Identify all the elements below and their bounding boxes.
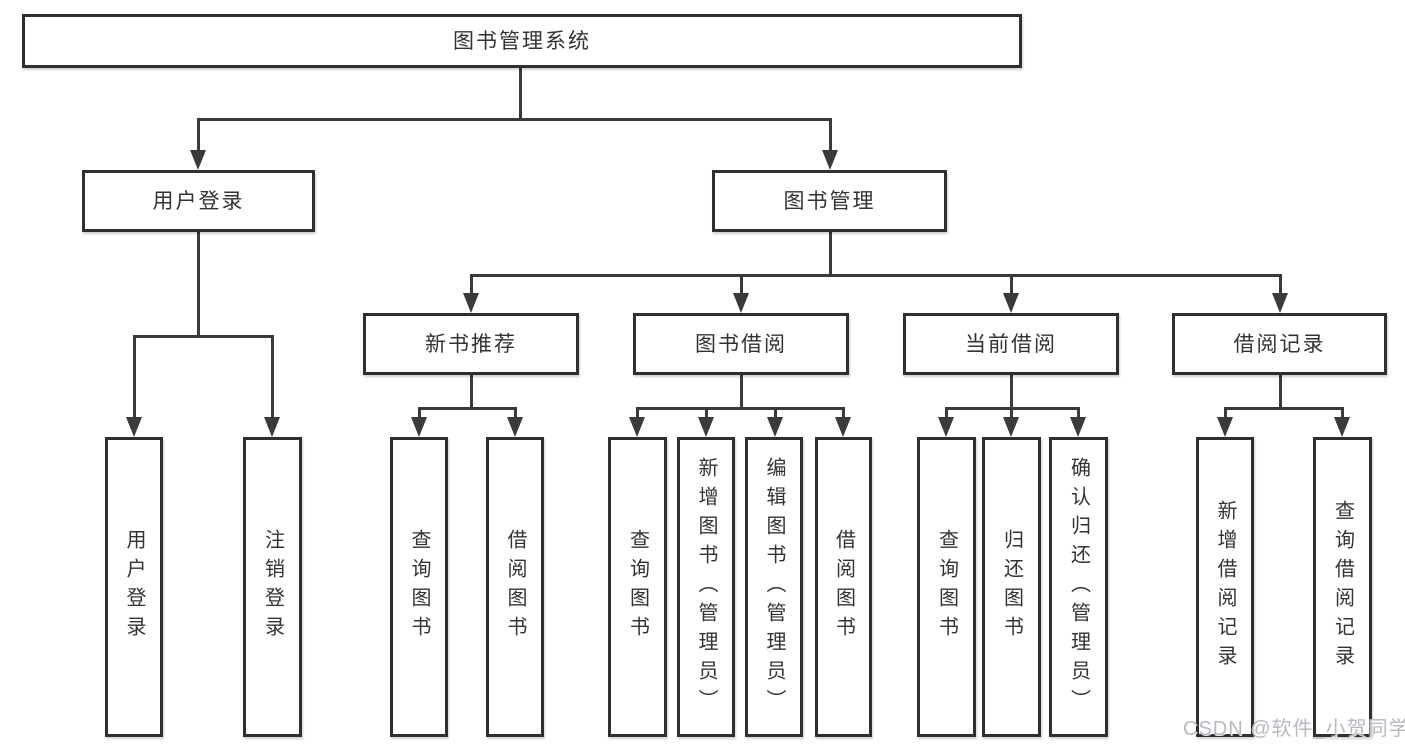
node-current-borrow: 当前借阅 <box>903 313 1119 375</box>
node-label-leaf-add-book: 新增图书（管理员） <box>695 456 717 718</box>
node-new-book-rec: 新书推荐 <box>363 313 579 375</box>
connector-drop-current-borrow-1 <box>1010 407 1013 425</box>
node-leaf-edit-book: 编辑图书（管理员） <box>745 437 803 737</box>
arrow-down-icon <box>411 417 427 437</box>
node-book-borrow: 图书借阅 <box>633 313 849 375</box>
connector-drop-user-login-1 <box>271 335 274 425</box>
connector-drop-borrow-record-1 <box>1341 407 1344 425</box>
arrow-down-icon <box>1334 417 1350 437</box>
connector-drop-book-mgmt-3 <box>1279 274 1282 301</box>
connector-drop-current-borrow-2 <box>1077 407 1080 425</box>
connector-drop-book-borrow-3 <box>842 407 845 425</box>
arrow-down-icon <box>1272 293 1288 313</box>
node-label-leaf-return-book: 归还图书 <box>1000 529 1023 645</box>
connector-drop-book-borrow-2 <box>774 407 777 425</box>
node-leaf-logout: 注销登录 <box>243 437 302 737</box>
node-leaf-borrow-book-1: 借阅图书 <box>486 437 544 737</box>
connector-rail-book-mgmt <box>470 274 1282 277</box>
node-leaf-return-book: 归还图书 <box>982 437 1041 737</box>
node-label-current-borrow: 当前借阅 <box>965 332 1057 356</box>
node-user-login: 用户登录 <box>82 170 315 232</box>
connector-drop-user-login-0 <box>133 335 136 425</box>
connector-drop-book-mgmt-2 <box>1010 274 1013 301</box>
arrow-down-icon <box>1003 293 1019 313</box>
node-label-leaf-confirm-return: 确认归还（管理员） <box>1067 456 1090 718</box>
node-leaf-query-book-2: 查询图书 <box>608 437 667 737</box>
arrow-down-icon <box>698 417 714 437</box>
node-leaf-query-record: 查询借阅记录 <box>1313 437 1372 737</box>
node-leaf-borrow-book-2: 借阅图书 <box>815 437 872 737</box>
connector-rail-user-login <box>133 335 274 338</box>
arrow-down-icon <box>835 417 851 437</box>
arrow-down-icon <box>264 417 280 437</box>
node-label-leaf-query-book-2: 查询图书 <box>626 529 649 645</box>
arrow-down-icon <box>767 417 783 437</box>
connector-drop-book-borrow-0 <box>636 407 639 425</box>
connector-drop-root-1 <box>829 118 832 158</box>
arrow-down-icon <box>938 417 954 437</box>
node-label-leaf-query-book-1: 查询图书 <box>408 529 430 645</box>
connector-drop-new-book-rec-0 <box>418 407 421 425</box>
node-label-book-borrow: 图书借阅 <box>695 332 787 356</box>
connector-drop-root-0 <box>197 118 200 158</box>
connector-drop-book-borrow-1 <box>705 407 708 425</box>
node-book-mgmt: 图书管理 <box>712 170 947 232</box>
connector-rail-book-borrow <box>636 407 845 410</box>
arrow-down-icon <box>1003 417 1019 437</box>
node-leaf-confirm-return: 确认归还（管理员） <box>1049 437 1108 737</box>
node-label-leaf-borrow-book-2: 借阅图书 <box>832 529 855 645</box>
node-root: 图书管理系统 <box>22 14 1022 68</box>
node-label-leaf-borrow-book-1: 借阅图书 <box>504 529 526 645</box>
arrow-down-icon <box>507 417 523 437</box>
arrow-down-icon <box>629 417 645 437</box>
connector-stem-book-borrow <box>740 375 743 410</box>
connector-rail-new-book-rec <box>418 407 517 410</box>
connector-rail-root <box>197 118 832 121</box>
connector-stem-book-mgmt <box>829 232 832 277</box>
node-label-new-book-rec: 新书推荐 <box>425 332 517 356</box>
connector-drop-book-mgmt-1 <box>740 274 743 301</box>
connector-stem-borrow-record <box>1279 375 1282 410</box>
node-leaf-add-book: 新增图书（管理员） <box>677 437 735 737</box>
node-label-leaf-query-record: 查询借阅记录 <box>1331 500 1354 674</box>
arrow-down-icon <box>1217 417 1233 437</box>
node-label-book-mgmt: 图书管理 <box>783 189 876 213</box>
node-label-borrow-record: 借阅记录 <box>1233 332 1326 356</box>
arrow-down-icon <box>1070 417 1086 437</box>
connector-stem-current-borrow <box>1010 375 1013 410</box>
watermark: CSDN @软件_小贺同学 <box>1183 718 1405 740</box>
node-label-leaf-user-login: 用户登录 <box>123 529 145 645</box>
arrow-down-icon <box>190 150 206 170</box>
arrow-down-icon <box>733 293 749 313</box>
arrow-down-icon <box>463 293 479 313</box>
node-label-leaf-query-book-3: 查询图书 <box>935 529 958 645</box>
node-label-leaf-edit-book: 编辑图书（管理员） <box>763 456 785 718</box>
connector-rail-borrow-record <box>1224 407 1344 410</box>
node-label-user-login: 用户登录 <box>152 189 245 213</box>
node-label-root: 图书管理系统 <box>453 29 591 53</box>
connector-drop-new-book-rec-1 <box>514 407 517 425</box>
arrow-down-icon <box>822 150 838 170</box>
connector-stem-user-login <box>197 232 200 338</box>
connector-stem-new-book-rec <box>470 375 473 410</box>
node-borrow-record: 借阅记录 <box>1172 313 1387 375</box>
connector-stem-root <box>519 68 522 121</box>
connector-drop-current-borrow-0 <box>945 407 948 425</box>
node-leaf-query-book-1: 查询图书 <box>390 437 448 737</box>
connector-drop-borrow-record-0 <box>1224 407 1227 425</box>
node-label-leaf-logout: 注销登录 <box>261 529 284 645</box>
node-leaf-add-record: 新增借阅记录 <box>1196 437 1254 737</box>
node-leaf-query-book-3: 查询图书 <box>917 437 976 737</box>
node-label-leaf-add-record: 新增借阅记录 <box>1214 500 1236 674</box>
node-leaf-user-login: 用户登录 <box>105 437 163 737</box>
connector-drop-book-mgmt-0 <box>470 274 473 301</box>
arrow-down-icon <box>126 417 142 437</box>
